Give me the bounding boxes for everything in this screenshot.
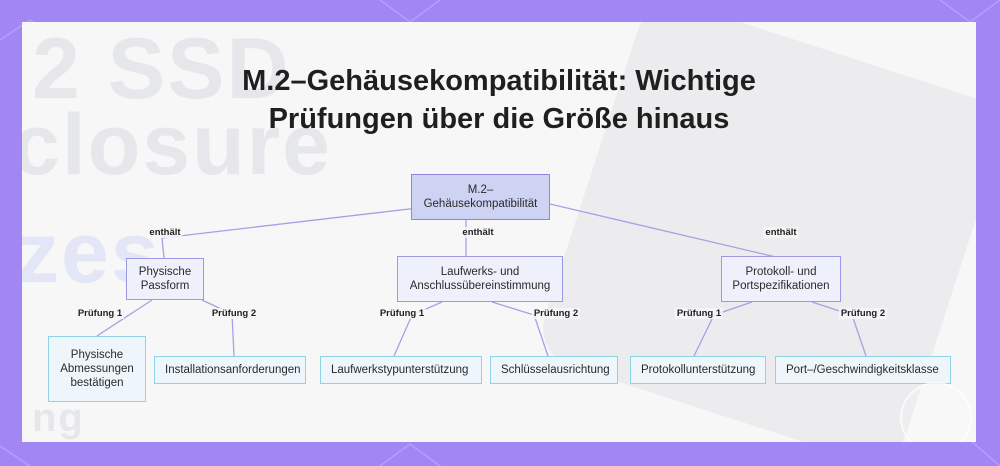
- background-word: closure: [22, 97, 332, 193]
- node-physical-fit[interactable]: Physische Passform: [126, 258, 204, 300]
- node-drive-type-support[interactable]: Laufwerkstypunterstützung: [320, 356, 482, 384]
- node-protocol-port-specs[interactable]: Protokoll- und Portspezifikationen: [721, 256, 841, 302]
- title-line-1: M.2–Gehäusekompatibilität: Wichtige: [242, 65, 756, 97]
- node-confirm-dimensions[interactable]: Physische Abmessungen bestätigen: [48, 336, 146, 402]
- edge-label-check-1: Prüfung 1: [75, 308, 125, 319]
- edge-label-check-1: Prüfung 1: [377, 308, 427, 319]
- node-root[interactable]: M.2–Gehäusekompatibilität: [411, 174, 550, 220]
- edge-label-check-2: Prüfung 2: [531, 308, 581, 319]
- edge-label-contains: enthält: [763, 227, 799, 238]
- node-protocol-support[interactable]: Protokollunterstützung: [630, 356, 766, 384]
- title-line-2: Prüfungen über die Größe hinaus: [268, 103, 730, 135]
- watermark-badge-icon: [900, 382, 972, 442]
- diagram-card: 2 SSD closure zes ng M.2–Gehäusekompatib…: [22, 22, 976, 442]
- node-key-alignment[interactable]: Schlüsselausrichtung: [490, 356, 618, 384]
- edge-label-check-1: Prüfung 1: [674, 308, 724, 319]
- node-port-speed-class[interactable]: Port–/Geschwindigkeitsklasse: [775, 356, 951, 384]
- background-word: 2 SSD: [32, 22, 291, 117]
- edge-label-contains: enthält: [147, 227, 183, 238]
- background-word: ng: [32, 396, 85, 440]
- node-installation-requirements[interactable]: Installationsanforderungen: [154, 356, 306, 384]
- node-drive-connector-match[interactable]: Laufwerks- und Anschlussübereinstimmung: [397, 256, 563, 302]
- edge-label-check-2: Prüfung 2: [209, 308, 259, 319]
- edge-label-check-2: Prüfung 2: [838, 308, 888, 319]
- edge-label-contains: enthält: [460, 227, 496, 238]
- diagram-title: M.2–Gehäusekompatibilität: Wichtige Prüf…: [22, 62, 976, 138]
